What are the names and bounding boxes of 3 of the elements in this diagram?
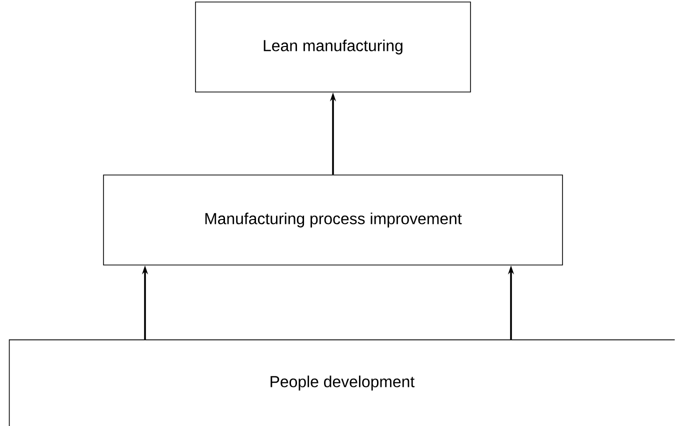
process-box: Lean manufacturing: [195, 2, 471, 92]
process-box: Manufacturing process improvement: [103, 174, 563, 266]
foundation-band: People development: [8, 339, 675, 426]
